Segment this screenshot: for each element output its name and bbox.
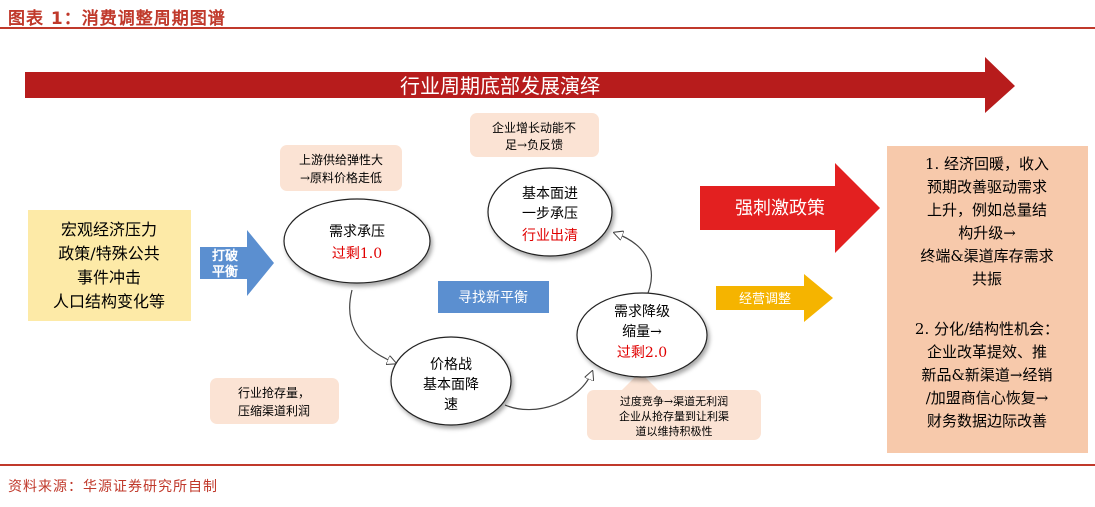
left-box-line: 事件冲击 [77, 268, 141, 287]
operation-text: 经营调整 [739, 292, 791, 307]
banner-arrow: 行业周期底部发展演绎 [25, 57, 1015, 113]
connector-price-downgrade [504, 372, 592, 411]
callout-text: 道以维持积极性 [636, 424, 713, 438]
cycle-text: 缩量→ [622, 324, 662, 340]
callout-text: 足→负反馈 [505, 138, 563, 152]
cycle-text: 一步承压 [522, 206, 578, 222]
center-label-text: 寻找新平衡 [458, 290, 528, 306]
break-text: 平衡 [212, 264, 238, 280]
figure-title: 图表 1：消费调整周期图谱 [8, 9, 226, 29]
right-box-line: 1. 经济回暖，收入 [925, 155, 1049, 173]
right-box-line: 2. 分化/结构性机会： [915, 320, 1059, 338]
callout-enterprise: 企业增长动能不 足→负反馈 [470, 113, 599, 157]
left-box-line: 人口结构变化等 [53, 292, 165, 311]
cycle-text-red: 过剩1.0 [332, 246, 382, 262]
cycle-text: 基本面进 [522, 185, 578, 202]
top-rule [0, 27, 1095, 29]
callout-upstream: 上游供给弹性大 →原料价格走低 [280, 145, 402, 191]
callout-text: 企业增长动能不 [492, 120, 576, 135]
right-box-line: 企业改革提效、推 [927, 343, 1047, 361]
cycle-fundamentals: 基本面进 一步承压 行业出清 [487, 167, 613, 257]
callout-text: →原料价格走低 [300, 170, 382, 185]
cycle-text: 需求承压 [329, 224, 385, 240]
left-box-line: 宏观经济压力 [61, 220, 157, 239]
bottom-rule [0, 464, 1095, 466]
right-box-line: 上升，例如总量结 [927, 201, 1047, 219]
right-box-line: 预期改善驱动需求 [927, 178, 1047, 196]
right-box-line: 终端&渠道库存需求 [920, 247, 1053, 265]
cycle-connectors [349, 233, 652, 411]
cycle-text: 速 [444, 397, 458, 413]
right-box-line: 新品&新渠道→经销 [922, 366, 1053, 384]
right-box-line: 财务数据边际改善 [927, 412, 1047, 430]
cycle-price: 价格战 基本面降 速 [390, 336, 512, 426]
right-box-line: /加盟商信心恢复→ [926, 389, 1049, 407]
stimulus-text: 强刺激政策 [735, 198, 825, 219]
callout-text: 过度竞争→渠道无利润 [620, 394, 728, 408]
cycle-demand: 需求承压 过剩1.0 [283, 198, 431, 284]
connector-downgrade-fundamentals [615, 233, 652, 301]
callout-text: 行业抢存量， [238, 385, 310, 400]
break-text: 打破 [212, 248, 238, 264]
cycle-text-red: 行业出清 [522, 228, 578, 244]
callout-competition: 过度竞争→渠道无利润 企业从抢存量到让利渠 道以维持积极性 [587, 372, 761, 440]
callout-text: 企业从抢存量到让利渠 [619, 409, 729, 423]
connector-demand-price [349, 289, 395, 363]
cycle-text: 价格战 [430, 357, 472, 373]
callout-text: 压缩渠道利润 [238, 403, 310, 418]
stimulus-arrow: 强刺激政策 [700, 163, 880, 253]
callout-hoarding: 行业抢存量， 压缩渠道利润 [210, 378, 339, 424]
cycle-text: 基本面降 [423, 376, 479, 393]
left-box-line: 政策/特殊公共 [58, 244, 159, 263]
cycle-downgrade: 需求降级 缩量→ 过剩2.0 [576, 292, 708, 378]
cycle-text-red: 过剩2.0 [617, 345, 667, 361]
operation-arrow: 经营调整 [716, 274, 833, 322]
source-note: 资料来源：华源证券研究所自制 [8, 479, 218, 495]
break-balance-arrow: 打破 平衡 [200, 230, 274, 296]
right-outcome-box: 1. 经济回暖，收入 预期改善驱动需求 上升，例如总量结 构升级→ 终端&渠道库… [887, 146, 1088, 453]
banner-text: 行业周期底部发展演绎 [400, 74, 600, 98]
right-box-line: 构升级→ [958, 224, 1016, 242]
left-cause-box: 宏观经济压力 政策/特殊公共 事件冲击 人口结构变化等 [28, 210, 191, 321]
right-box-line: 共振 [972, 270, 1002, 288]
callout-text: 上游供给弹性大 [299, 153, 383, 167]
cycle-text: 需求降级 [614, 304, 670, 320]
center-new-balance: 寻找新平衡 [438, 281, 549, 313]
